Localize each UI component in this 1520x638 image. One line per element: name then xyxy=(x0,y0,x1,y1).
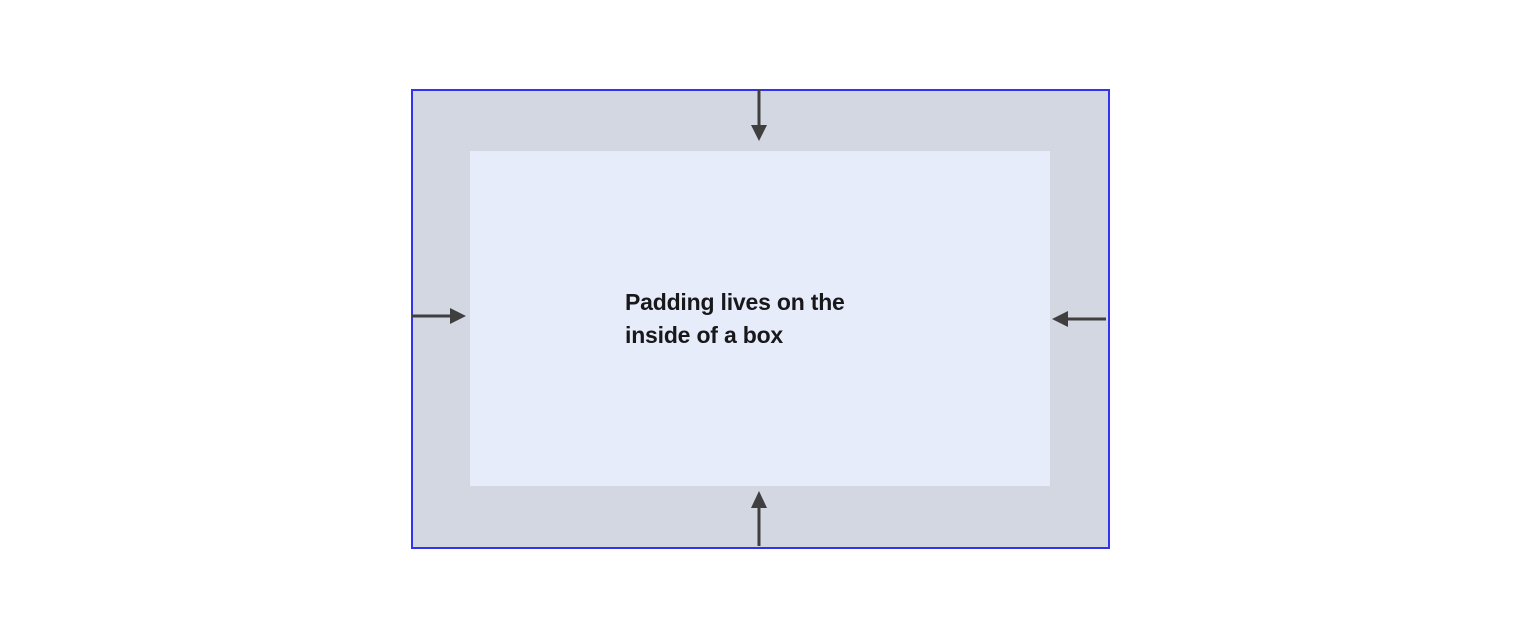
arrow-down-icon xyxy=(739,89,779,143)
arrow-right-icon xyxy=(411,296,469,336)
arrow-up-icon xyxy=(739,489,779,547)
arrow-left-icon xyxy=(1050,299,1108,339)
content-area-box: Padding lives on the inside of a box xyxy=(470,151,1050,486)
content-area-label: Padding lives on the inside of a box xyxy=(625,288,845,348)
